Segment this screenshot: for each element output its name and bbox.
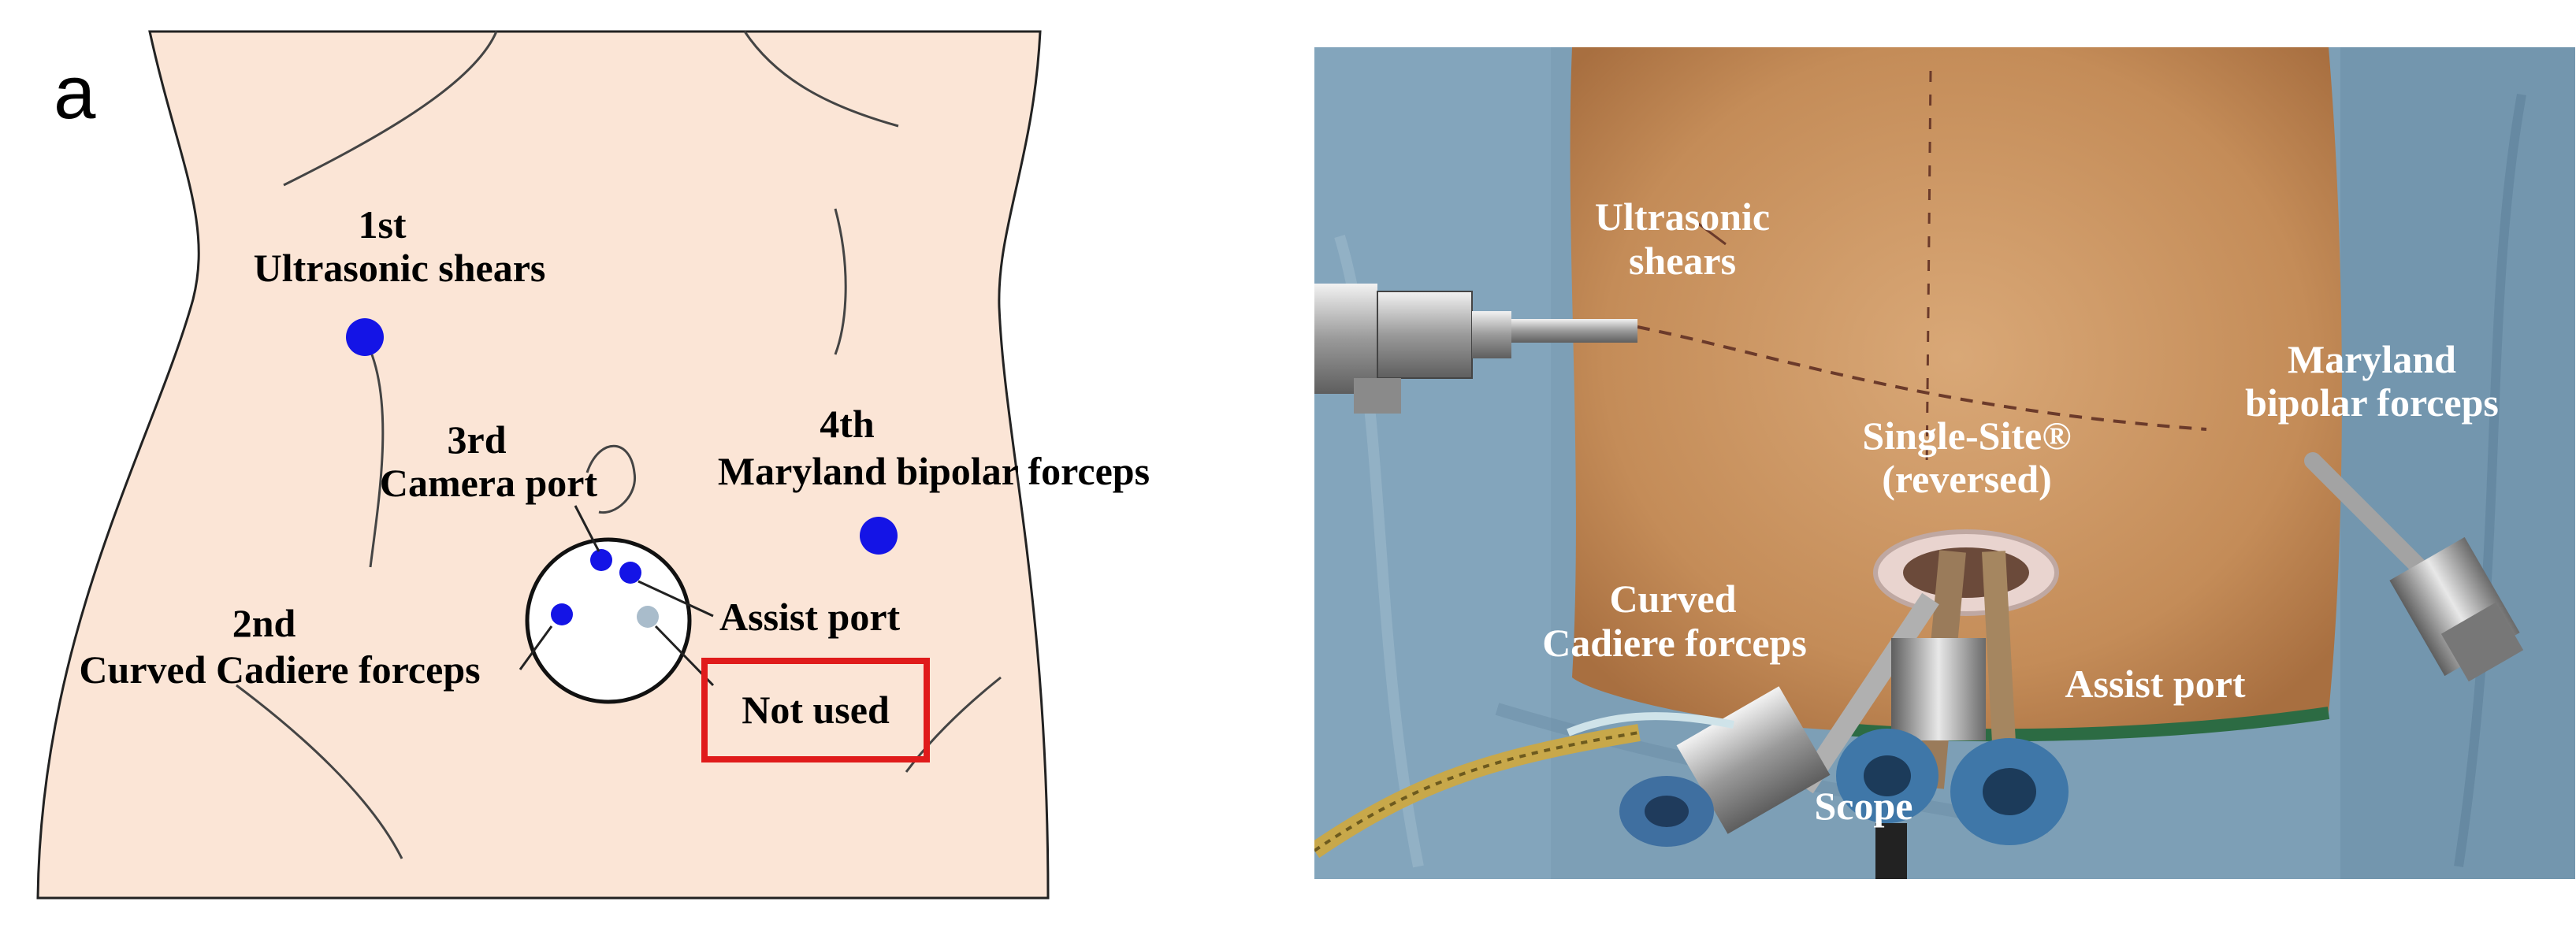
- maryland-forceps-label-line2: bipolar forceps: [2245, 380, 2499, 425]
- anatomy-line: [834, 208, 847, 355]
- port1-marker: [346, 318, 384, 356]
- abdomen-silhouette: [36, 30, 1050, 900]
- port2-order-label: 2nd: [232, 601, 296, 645]
- port3-name-label: Camera port: [380, 461, 598, 505]
- anatomy-line: [236, 684, 403, 859]
- maryland-forceps-instrument: [2304, 452, 2524, 682]
- anatomy-line: [369, 350, 385, 568]
- anatomy-line: [283, 31, 498, 187]
- single-site-label-line1: Single-Site®: [1862, 414, 2071, 458]
- panel-b-photo: [1314, 47, 2575, 879]
- assist-port-marker: [619, 562, 641, 584]
- single-site-port: [1873, 529, 2059, 789]
- scope-label: Scope: [1815, 784, 1913, 828]
- port3-order-label: 3rd: [448, 417, 507, 462]
- single-site-label-line2: (reversed): [1882, 457, 2052, 501]
- port2-name-label: Curved Cadiere forceps: [79, 647, 480, 692]
- panel-letter: a: [54, 50, 96, 135]
- unused-port-marker: [637, 606, 659, 628]
- navel: [585, 444, 636, 514]
- port4-order-label: 4th: [820, 402, 875, 446]
- port1-name-label: Ultrasonic shears: [254, 246, 546, 290]
- not-used-label: Not used: [742, 688, 890, 732]
- panel-b-labels: Ultrasonic shears Maryland bipolar force…: [1542, 195, 2499, 828]
- port4-name-label: Maryland bipolar forceps: [718, 449, 1150, 493]
- leader-line: [519, 625, 553, 670]
- port1-order-label: 1st: [358, 202, 406, 247]
- single-site-circle: [525, 537, 692, 704]
- ultrasonic-shears-label-line2: shears: [1629, 239, 1736, 283]
- port4-marker: [860, 517, 898, 555]
- curved-cadiere-label-line2: Cadiere forceps: [1542, 621, 1807, 665]
- maryland-forceps-label-line1: Maryland: [2288, 337, 2456, 381]
- not-used-highlight-box: [701, 658, 930, 762]
- curved-cadiere-label-line1: Curved: [1609, 577, 1736, 621]
- assist-port-label: Assist port: [719, 595, 901, 639]
- port2-marker: [551, 603, 573, 625]
- leader-line: [574, 505, 600, 552]
- panel-a: a 1st Ultrasonic shears 3rd Camera port …: [36, 30, 1150, 900]
- anatomy-line: [743, 31, 899, 128]
- leader-line: [637, 580, 714, 618]
- ultrasonic-shears-label-line1: Ultrasonic: [1595, 195, 1770, 239]
- abdomen-photo: [1570, 47, 2342, 736]
- camera-port-marker: [590, 549, 612, 571]
- ultrasonic-shears-instrument: [1314, 284, 1637, 414]
- scope-and-assist-cannulas: [1567, 638, 2069, 879]
- assist-port-photo-label: Assist port: [2065, 662, 2246, 706]
